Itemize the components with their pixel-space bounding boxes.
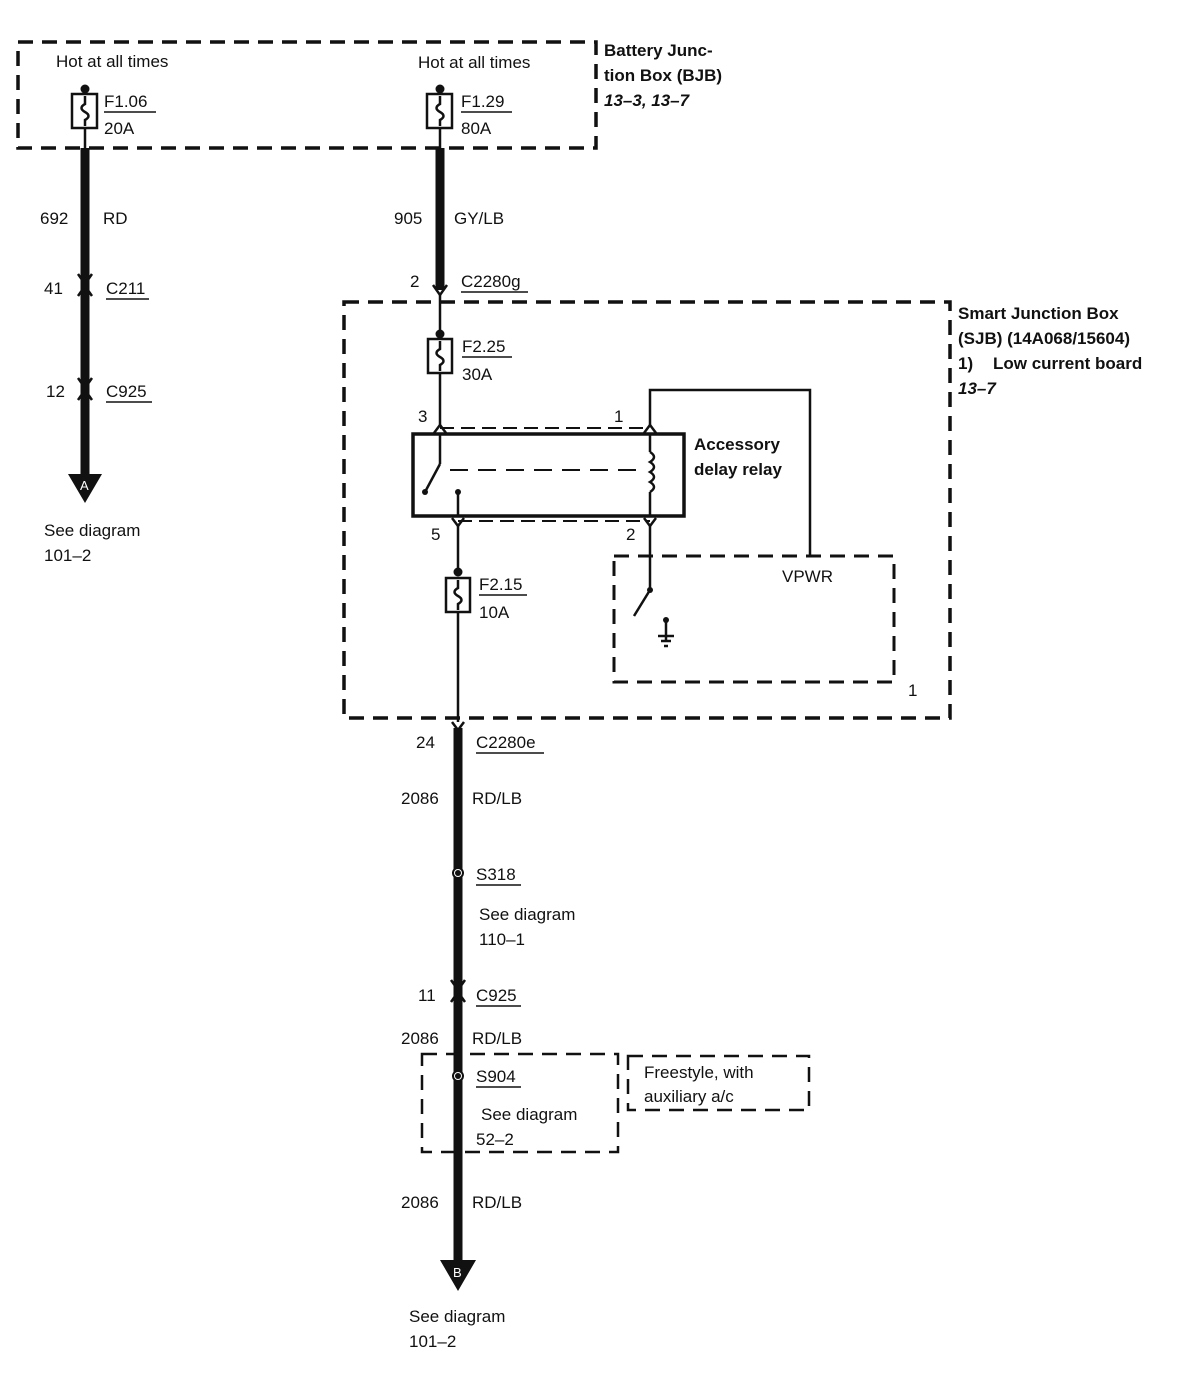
vpwr-label: VPWR [782, 567, 833, 586]
relay-pin-5: 5 [431, 525, 440, 544]
fuse-f1-29-id: F1.29 [461, 92, 504, 111]
splice-s904-id: S904 [476, 1067, 516, 1086]
c2280g-connector: C2280g [461, 272, 521, 291]
bjb-hot-label-1: Hot at all times [56, 52, 168, 71]
relay-pin-1: 1 [614, 407, 623, 426]
low-current-board-box [612, 554, 896, 684]
wire-905-color: GY/LB [454, 209, 504, 228]
c2280e-pin: 24 [416, 733, 435, 752]
bjb-hot-label-2: Hot at all times [418, 53, 530, 72]
wire-2086-color-1: RD/LB [472, 789, 522, 808]
fuse-f2-25 [426, 329, 454, 375]
sjb-note-text: Low current board [993, 354, 1142, 373]
sjb-box [342, 300, 952, 720]
splice-s318-id: S318 [476, 865, 516, 884]
c925-left-connector: C925 [106, 382, 147, 401]
wire-905-circuit: 905 [394, 209, 422, 228]
fuse-f1-29 [425, 84, 454, 148]
accessory-delay-relay [411, 432, 686, 518]
c925-left-pin: 12 [46, 382, 65, 401]
relay-label-line1: Accessory [694, 435, 781, 454]
fuse-f2-25-rating: 30A [462, 365, 493, 384]
see-diagram-s904-line1: See diagram [481, 1105, 577, 1124]
c2280g-pin: 2 [410, 272, 419, 291]
wire-2086-circuit-3: 2086 [401, 1193, 439, 1212]
fuse-f2-15 [444, 567, 472, 614]
sjb-note-num: 1) [958, 354, 973, 373]
fuse-f2-25-id: F2.25 [462, 337, 505, 356]
see-diagram-s904-line2: 52–2 [476, 1130, 514, 1149]
bjb-title-line2: tion Box (BJB) [604, 66, 722, 85]
wire-692-color: RD [103, 209, 128, 228]
c2280e-connector: C2280e [476, 733, 536, 752]
arrow-a-letter: A [80, 478, 89, 493]
option-note-line1: Freestyle, with [644, 1063, 754, 1082]
wire-2086-color-2: RD/LB [472, 1029, 522, 1048]
relay-pin-3: 3 [418, 407, 427, 426]
fuse-f1-06 [70, 84, 99, 148]
bjb-refs: 13–3, 13–7 [604, 91, 691, 110]
see-diagram-b-line1: See diagram [409, 1307, 505, 1326]
c925-right-pin: 11 [418, 986, 436, 1005]
see-diagram-a-line1: See diagram [44, 521, 140, 540]
sjb-title-line2: (SJB) (14A068/15604) [958, 329, 1130, 348]
sjb-title-line1: Smart Junction Box [958, 304, 1119, 323]
c925-right-connector: C925 [476, 986, 517, 1005]
see-diagram-s318-line1: See diagram [479, 905, 575, 924]
wire-2086-circuit-2: 2086 [401, 1029, 439, 1048]
fuse-f2-15-rating: 10A [479, 603, 510, 622]
fuse-f1-06-id: F1.06 [104, 92, 147, 111]
c211-pin: 41 [44, 279, 63, 298]
option-note-line2: auxiliary a/c [644, 1087, 734, 1106]
sjb-ref: 13–7 [958, 379, 997, 398]
ground-icon [658, 620, 674, 648]
see-diagram-a-line2: 101–2 [44, 546, 91, 565]
see-diagram-b-line2: 101–2 [409, 1332, 456, 1351]
option-note-box [626, 1054, 811, 1112]
splice-s904 [455, 1073, 461, 1079]
see-diagram-s318-line2: 110–1 [479, 930, 525, 949]
bjb-box [16, 40, 598, 150]
board-note: 1 [908, 681, 917, 700]
fuse-f2-15-id: F2.15 [479, 575, 522, 594]
wire-2086-color-3: RD/LB [472, 1193, 522, 1212]
wire-692-circuit: 692 [40, 209, 68, 228]
arrow-a-icon [68, 474, 102, 503]
fuse-f1-29-rating: 80A [461, 119, 492, 138]
arrow-b-icon [440, 1260, 476, 1291]
s904-option-box [420, 1052, 620, 1154]
arrow-b-letter: B [453, 1265, 462, 1280]
bjb-title-line1: Battery Junc- [604, 41, 713, 60]
relay-label-line2: delay relay [694, 460, 782, 479]
fuse-f1-06-rating: 20A [104, 119, 135, 138]
c211-connector: C211 [106, 279, 145, 298]
splice-s318 [455, 870, 461, 876]
wire-2086-circuit-1: 2086 [401, 789, 439, 808]
relay-pin-2: 2 [626, 525, 635, 544]
